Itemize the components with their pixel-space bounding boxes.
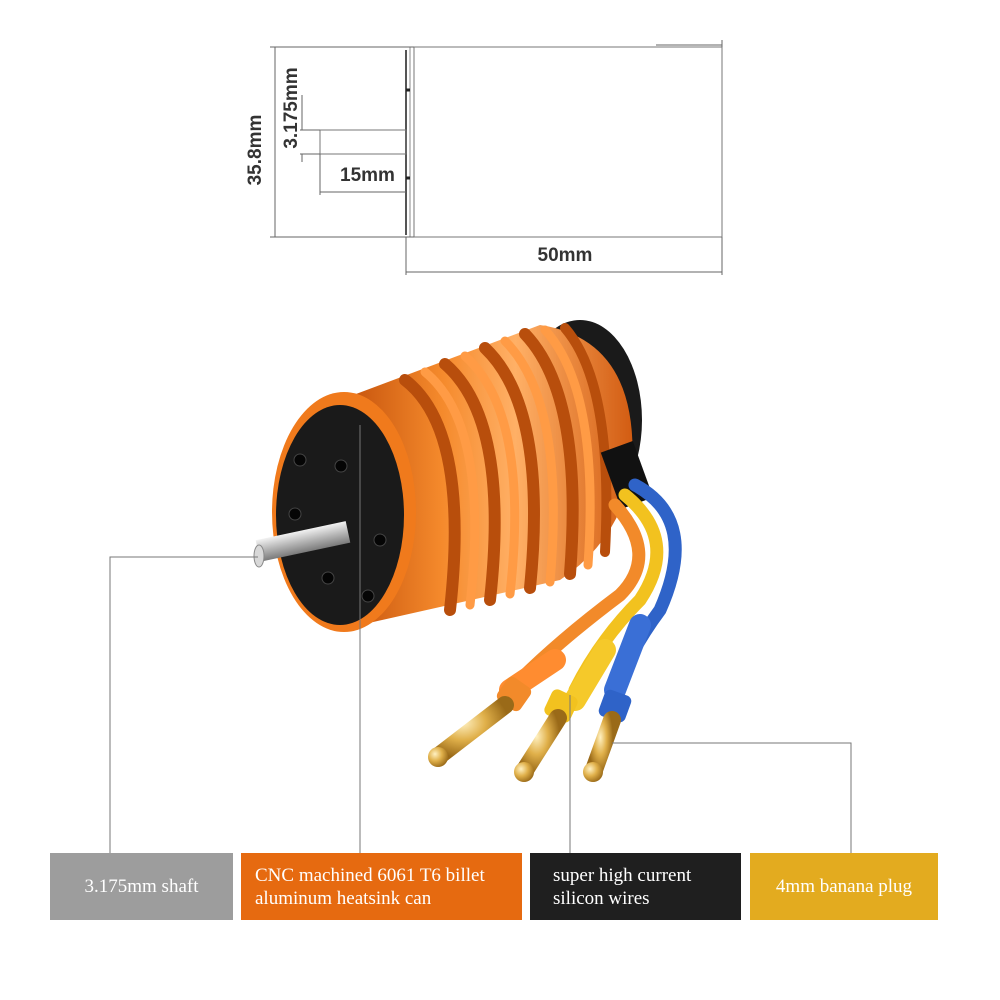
feature-can-line2: aluminum heatsink can (255, 887, 432, 909)
feature-can-line1: CNC machined 6061 T6 billet (255, 864, 485, 886)
motor-shaft (253, 521, 351, 568)
diameter-label: 35.8mm (245, 115, 266, 186)
feature-can-text: CNC machined 6061 T6 billet aluminum hea… (255, 864, 485, 910)
mounting-holes (288, 453, 387, 603)
feature-wires-label: super high current silicon wires (530, 853, 741, 920)
shaft-diameter-label: 3.175mm (281, 67, 302, 148)
can-outline (413, 46, 723, 238)
feature-plug-label: 4mm banana plug (750, 853, 938, 920)
banana-plugs (428, 676, 632, 782)
feature-wires-line2: silicon wires (553, 887, 650, 909)
leader-plug (612, 742, 852, 853)
feature-plug-text: 4mm banana plug (775, 876, 913, 897)
motor-wires (499, 440, 682, 711)
heatsink-fins (399, 323, 612, 616)
feature-can-label: CNC machined 6061 T6 billet aluminum hea… (241, 853, 522, 920)
leader-lines (109, 425, 852, 853)
feature-shaft-text: 3.175mm shaft (84, 876, 199, 897)
can-length-label: 50mm (538, 245, 593, 266)
motor-front-face (276, 405, 404, 625)
feature-shaft-label: 3.175mm shaft (50, 853, 233, 920)
dimension-drawing (270, 40, 723, 275)
feature-wires-line1: super high current (553, 864, 692, 886)
motor-illustration (253, 320, 682, 782)
shaft-length-label: 15mm (340, 165, 395, 186)
shaft-outline (319, 129, 407, 155)
leader-shaft (109, 556, 258, 853)
feature-wires-text: super high current silicon wires (553, 864, 691, 910)
